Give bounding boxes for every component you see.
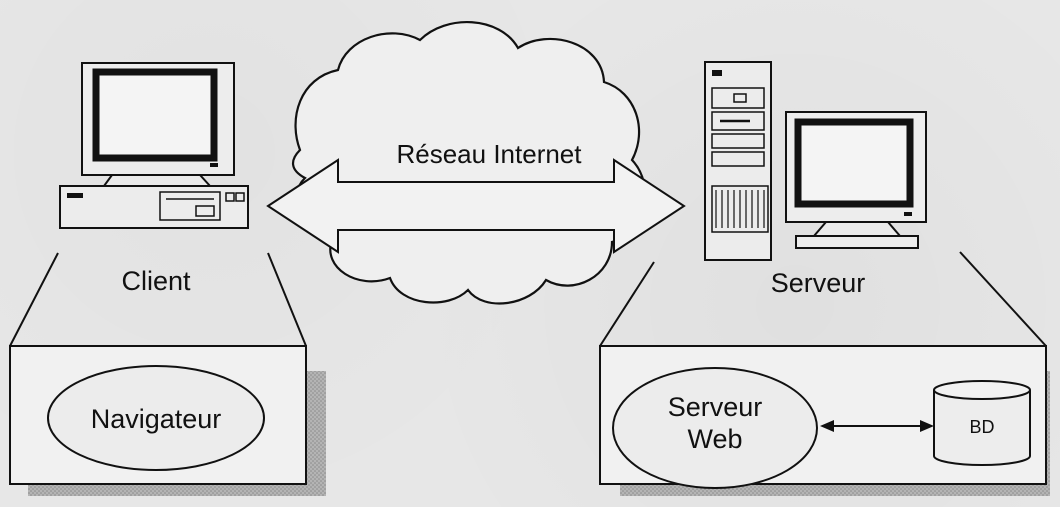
database-icon xyxy=(933,380,1031,466)
web-db-connector-arrow xyxy=(820,420,934,432)
server-label: Serveur xyxy=(771,268,866,298)
network-label: Réseau Internet xyxy=(396,139,582,169)
client-label: Client xyxy=(121,266,191,296)
browser-node xyxy=(47,365,265,471)
database-label: BD xyxy=(969,417,994,437)
web-server-node xyxy=(612,367,818,489)
web-server-label-line1: Serveur xyxy=(668,392,763,422)
browser-label: Navigateur xyxy=(91,404,222,434)
client-computer-icon xyxy=(59,62,249,229)
network-double-arrow xyxy=(266,158,686,254)
web-server-label-line2: Web xyxy=(687,424,742,454)
server-computer-icon xyxy=(704,61,927,261)
